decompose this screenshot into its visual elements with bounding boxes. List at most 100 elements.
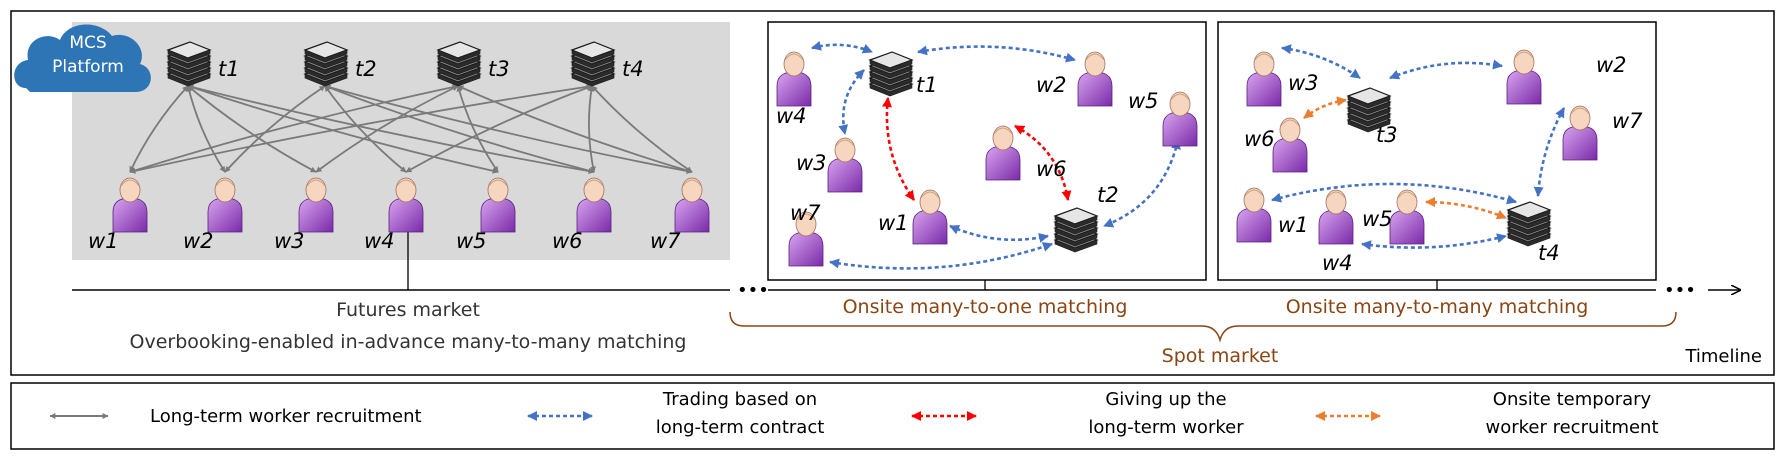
futures-worker-label: w5 [456,229,487,253]
labels-layer: t1 t2 t3 t4 w1 w2 w3 w4 w5 w6 w7 t1 t2 w4 w2 w5 w3 w6 w7 w1… [88,53,1643,275]
worker-icon [788,211,824,267]
p2-task-label: t4 [1538,241,1560,265]
futures-task-label: t2 [355,57,377,81]
futures-worker-label: w1 [88,229,119,253]
worker-icon [1236,187,1272,243]
timeline-label: Timeline [1684,346,1762,367]
spot-market-brace [729,311,1677,343]
worker-icon [388,177,424,233]
panel1-caption: Onsite many-to-one matching [843,296,1128,318]
worker-icon [776,51,812,107]
task-stack-icon [868,51,914,97]
timeline-ellipsis-left: ••• [737,280,769,301]
futures-subcaption: Overbooking-enabled in-advance many-to-m… [130,331,687,353]
p1-worker-label: w4 [776,104,807,128]
worker-icon [674,177,710,233]
task-stack-icon [570,41,616,87]
arrows-layer [129,40,1566,270]
p1-w5-t2-arrow [1103,139,1181,228]
p2-worker-label: w1 [1278,213,1309,237]
futures-link-arrow [591,85,693,173]
p2-worker-label: w3 [1288,71,1319,95]
p1-t1-w2-arrow [917,45,1076,63]
p1-worker-label: w1 [878,211,909,235]
futures-task-label: t3 [488,57,510,81]
p1-worker-label: w7 [790,201,821,225]
legend-item4b: worker recruitment [1485,417,1658,438]
worker-icon [576,177,612,233]
p2-worker-label: w4 [1322,251,1353,275]
p2-worker-label: w7 [1612,109,1643,133]
p2-task-label: t3 [1376,123,1398,147]
worker-icon [1506,49,1542,105]
legend-frame [10,382,1775,450]
worker-icon [827,137,863,193]
p2-w1-t4-arrow [1271,182,1517,205]
panel-many-to-one [767,21,1207,281]
task-stack-icon [1346,87,1392,133]
futures-link-arrow [405,85,593,173]
futures-worker-label: w3 [274,229,305,253]
p2-w4-t4-arrow [1361,233,1507,251]
task-stack-icon [166,41,212,87]
p2-worker-label: w6 [1244,127,1275,151]
nodes-layer [112,41,1598,267]
p1-task-label: t1 [916,73,938,97]
p2-w3-t3-arrow [1281,44,1361,80]
p1-w7-t2-arrow [829,242,1053,270]
task-stack-icon [1053,207,1099,253]
p1-worker-label: w2 [1036,73,1067,97]
task-stack-icon [303,41,349,87]
cloud-icon: MCS Platform [14,24,151,93]
p1-task-label: t2 [1097,183,1119,207]
p2-worker-label: w2 [1596,53,1627,77]
p1-worker-label: w3 [796,151,827,175]
p2-t3-w2-arrow [1389,59,1503,80]
worker-icon [1246,51,1282,107]
p2-w7-t4-arrow [1533,107,1566,197]
legend-item3b: long-term worker [1088,417,1244,438]
worker-icon [912,189,948,245]
futures-worker-label: w2 [183,229,214,253]
p2-w5-t4-orange-arrow [1425,197,1507,220]
p1-w4-t1-arrow [811,40,873,54]
worker-icon [480,177,516,233]
main-frame [10,10,1775,376]
task-stack-icon [1506,201,1552,247]
worker-icon [1272,117,1308,173]
panel2-caption: Onsite many-to-many matching [1286,296,1589,318]
futures-task-label: t1 [218,57,240,81]
futures-worker-label: w4 [364,229,395,253]
worker-icon [1318,189,1354,245]
p2-w6-t3-orange-arrow [1303,96,1347,120]
worker-icon [1389,189,1425,245]
p1-worker-label: w6 [1036,157,1067,181]
platform-line2: Platform [52,57,124,77]
worker-icon [112,177,148,233]
worker-icon [207,177,243,233]
legend: Long-term worker recruitment Trading bas… [49,389,1659,438]
futures-task-label: t4 [622,57,644,81]
worker-icon [985,125,1021,181]
timeline-ellipsis-right: ••• [1664,280,1696,301]
legend-item3a: Giving up the [1105,389,1226,410]
worker-icon [1562,105,1598,161]
p2-worker-label: w5 [1362,207,1393,231]
futures-worker-label: w6 [552,229,583,253]
p1-w6-t2-red-arrow [1014,124,1072,201]
legend-item2b: long-term contract [656,417,825,438]
p1-w1-t2-arrow [949,224,1049,243]
legend-item2a: Trading based on [662,389,817,410]
spot-market-label: Spot market [1162,345,1279,367]
worker-icon [1162,91,1198,147]
worker-icon [298,177,334,233]
legend-item4a: Onsite temporary [1493,389,1652,410]
p1-worker-label: w5 [1128,89,1159,113]
task-stack-icon [436,41,482,87]
legend-item1: Long-term worker recruitment [150,406,422,427]
worker-icon [1077,51,1113,107]
p1-t1-w3-arrow [838,69,865,135]
futures-worker-label: w7 [650,229,681,253]
platform-line1: MCS [69,33,106,53]
